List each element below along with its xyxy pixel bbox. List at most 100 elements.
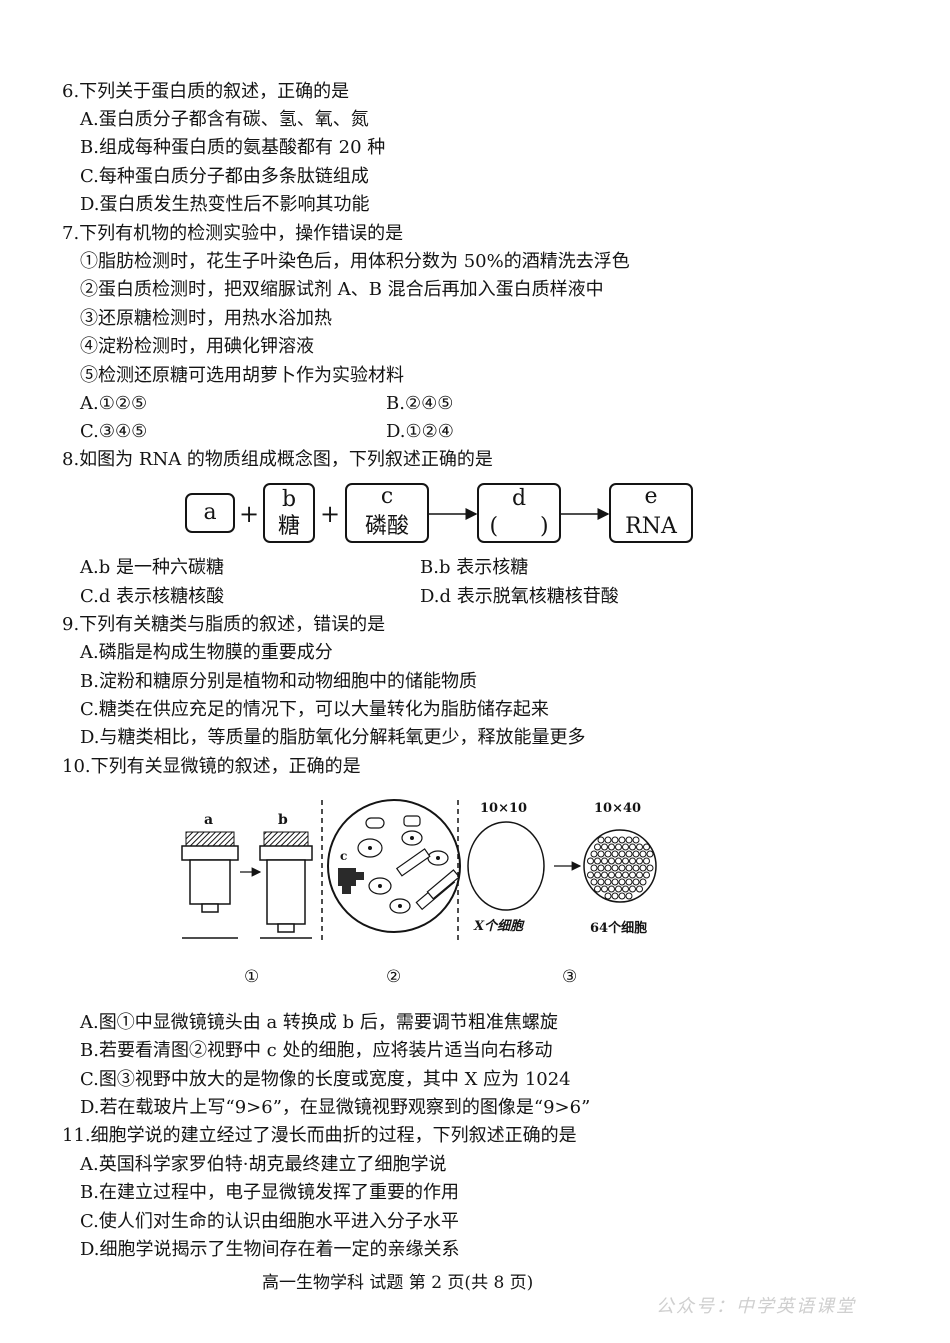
- cell-mark: [625, 850, 633, 858]
- cell-mark: [604, 878, 612, 886]
- cell-mark: [632, 836, 640, 844]
- cell-mark: [625, 892, 633, 900]
- q9-option-b: B.淀粉和糖原分别是植物和动物细胞中的储能物质: [80, 671, 477, 692]
- q6-option-a: A.蛋白质分子都含有碳、氢、氧、氮: [80, 109, 369, 130]
- cell-mark: [611, 864, 619, 872]
- cell-mark: [632, 850, 640, 858]
- cell-mark: [597, 878, 605, 886]
- label-b: b: [282, 487, 296, 512]
- cell-mark: [622, 843, 629, 851]
- cell-mark: [601, 857, 608, 865]
- q10-option-d: D.若在载玻片上写“9>6”，在显微镜视野观察到的图像是“9>6”: [80, 1097, 591, 1118]
- cell-mark: [597, 836, 605, 844]
- cell-mark: [608, 843, 615, 851]
- cell-mark: [615, 857, 622, 865]
- q8-option-c: C.d 表示核糖核酸: [80, 586, 225, 607]
- cell-count-high: 64个细胞: [590, 920, 647, 936]
- cell-mark: [625, 864, 633, 872]
- cell-mark: [587, 871, 594, 879]
- high-mag-field: [583, 829, 657, 903]
- cell-mark: [587, 857, 594, 865]
- cell-mark: [646, 864, 654, 872]
- cell-mark: [636, 885, 643, 893]
- cell-c-label: c: [340, 849, 347, 863]
- figure-1-label: ①: [244, 967, 259, 987]
- q7-item-5: ⑤检测还原糖可选用胡萝卜作为实验材料: [80, 365, 404, 386]
- label-d-text: ( ): [489, 514, 548, 539]
- cell-mark: [622, 871, 629, 879]
- label-a: a: [203, 500, 216, 525]
- label-e: e: [644, 484, 657, 509]
- q10-option-b: B.若要看清图②视野中 c 处的细胞，应将装片适当向右移动: [80, 1040, 553, 1061]
- q7-option-d: D.①②④: [386, 421, 454, 442]
- q8-option-a: A.b 是一种六碳糖: [80, 557, 224, 578]
- cell-mark: [611, 850, 619, 858]
- rna-concept-diagram: a + b 糖 + c 磷酸 d ( ) e RNA: [180, 478, 700, 550]
- cell-mark: [618, 892, 626, 900]
- label-c-text: 磷酸: [365, 514, 409, 539]
- cell-mark: [643, 857, 650, 865]
- low-mag-field: [467, 821, 545, 911]
- cell-mark: [590, 864, 598, 872]
- q11-stem: 11.细胞学说的建立经过了漫长而曲折的过程，下列叙述正确的是: [62, 1125, 577, 1146]
- cell-mark: [594, 885, 601, 893]
- label-e-text: RNA: [625, 514, 678, 539]
- plus-sign-1: +: [239, 500, 259, 528]
- cell-mark: [594, 871, 601, 879]
- q7-option-a: A.①②⑤: [80, 393, 148, 414]
- field-of-view: c: [327, 799, 461, 933]
- cell-mark: [636, 871, 643, 879]
- q11-option-d: D.细胞学说揭示了生物间存在着一定的亲缘关系: [80, 1239, 460, 1260]
- cell-mark: [629, 871, 636, 879]
- q6-stem: 6.下列关于蛋白质的叙述，正确的是: [62, 81, 350, 102]
- watermark: 公众号：中学英语课堂: [656, 1296, 856, 1317]
- cell-mark: [615, 843, 622, 851]
- q10-option-a: A.图①中显微镜镜头由 a 转换成 b 后，需要调节粗准焦螺旋: [80, 1012, 558, 1033]
- objective-lens-a: a: [181, 812, 239, 939]
- cell-mark: [590, 850, 598, 858]
- cell-mark: [604, 850, 612, 858]
- cell-mark: [608, 871, 615, 879]
- cell-mark: [615, 871, 622, 879]
- cell-mark: [590, 878, 598, 886]
- cell-mark: [601, 871, 608, 879]
- q8-option-d: D.d 表示脱氧核糖核苷酸: [420, 586, 619, 607]
- cell-count-low: X个细胞: [473, 918, 525, 934]
- cell-mark: [639, 850, 647, 858]
- objective-lens-b: b: [259, 812, 313, 939]
- cell-mark: [629, 885, 636, 893]
- cell-mark: [601, 885, 608, 893]
- cell-mark: [632, 878, 640, 886]
- cell-mark: [636, 857, 643, 865]
- label-d: d: [512, 486, 526, 511]
- box-c: [345, 483, 429, 543]
- cell-mark: [611, 892, 619, 900]
- label-b-text: 糖: [278, 514, 300, 539]
- microscope-figure: a b: [170, 792, 670, 992]
- label-c: c: [381, 484, 393, 509]
- cell-mark: [629, 843, 636, 851]
- box-e: [609, 483, 693, 543]
- microscope-figure-svg: a b: [181, 799, 657, 987]
- q7-item-1: ①脂肪检测时，花生子叶染色后，用体积分数为 50%的酒精洗去浮色: [80, 251, 630, 272]
- mag-low-label: 10×10: [480, 801, 527, 816]
- q7-option-c: C.③④⑤: [80, 421, 148, 442]
- q11-option-b: B.在建立过程中，电子显微镜发挥了重要的作用: [80, 1182, 459, 1203]
- q10-option-c: C.图③视野中放大的是物像的长度或宽度，其中 X 应为 1024: [80, 1069, 571, 1090]
- q7-option-b: B.②④⑤: [386, 393, 454, 414]
- cell-mark: [625, 836, 633, 844]
- cell-mark: [643, 871, 650, 879]
- cell-mark: [625, 878, 633, 886]
- q11-option-c: C.使人们对生命的认识由细胞水平进入分子水平: [80, 1211, 459, 1232]
- cell-mark: [618, 878, 626, 886]
- box-d: [477, 483, 561, 543]
- q7-stem: 7.下列有机物的检测实验中，操作错误的是: [62, 223, 404, 244]
- page-footer: 高一生物学科 试题 第 2 页(共 8 页): [262, 1273, 534, 1293]
- cell-mark: [615, 885, 622, 893]
- lens-b-label: b: [278, 812, 288, 828]
- cell-mark: [643, 843, 650, 851]
- cell-mark: [597, 864, 605, 872]
- box-b: [263, 483, 315, 543]
- cell-mark: [629, 857, 636, 865]
- cell-mark: [639, 878, 647, 886]
